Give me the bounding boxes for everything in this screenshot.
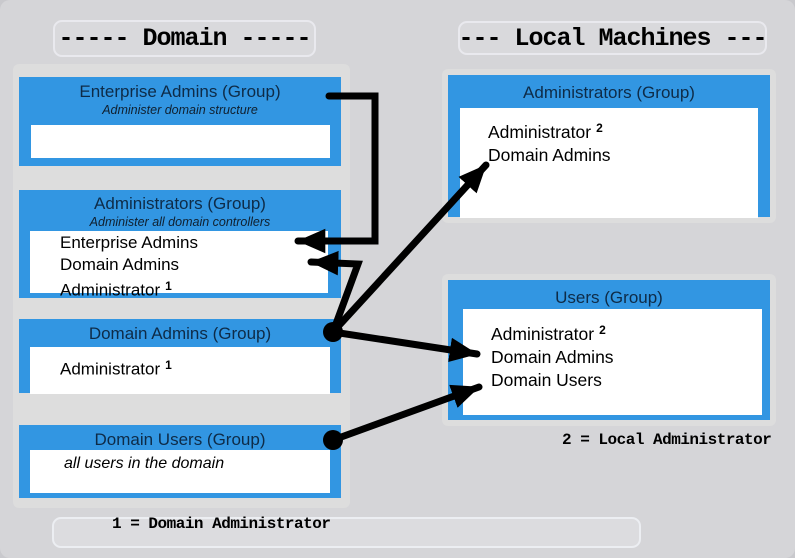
group-description: Administer domain structure — [102, 103, 258, 117]
group-title: Domain Users (Group) — [94, 430, 266, 449]
group-box-domain-enterprise-admins: Enterprise Admins (Group) Administer dom… — [19, 77, 341, 166]
footnote-local-admin: 2 = Local Administrator — [562, 431, 772, 449]
group-description: Administer all domain controllers — [89, 215, 271, 229]
footnote-marker: 1 — [165, 279, 172, 293]
domain-title-label: ----- Domain ----- — [58, 24, 311, 53]
footnote-domain-admin: 1 = Domain Administrator — [112, 515, 331, 533]
member-list: Enterprise Admins Domain Admins Administ… — [30, 231, 328, 300]
member-item: Domain Admins — [488, 144, 611, 165]
group-title: Administrators (Group) — [94, 194, 266, 213]
member-list-empty — [31, 125, 330, 158]
group-box-domain-users: Domain Users (Group) all users in the do… — [19, 425, 341, 498]
member-item: Domain Users — [491, 369, 602, 390]
footnote-marker: 1 — [165, 358, 172, 372]
domain-title: ----- Domain ----- — [53, 20, 316, 57]
footnote-box — [52, 517, 641, 548]
group-title: Enterprise Admins (Group) — [79, 82, 281, 101]
member-item: Domain Admins — [60, 254, 180, 274]
footnote-marker: 2 — [596, 121, 603, 135]
group-title: Administrators (Group) — [523, 83, 695, 102]
member-item: Enterprise Admins — [60, 233, 198, 252]
group-title: Users (Group) — [555, 288, 663, 307]
local-machines-title-label: --- Local Machines --- — [458, 23, 767, 53]
footnote-marker: 2 — [599, 323, 606, 337]
group-box-domain-administrators: Administrators (Group) Administer all do… — [19, 190, 341, 300]
member-item: Domain Admins — [491, 346, 614, 367]
member-list: all users in the domain — [30, 450, 330, 493]
group-description: all users in the domain — [64, 455, 225, 472]
group-title: Domain Admins (Group) — [88, 324, 272, 343]
local-machines-title: --- Local Machines --- — [458, 21, 768, 55]
